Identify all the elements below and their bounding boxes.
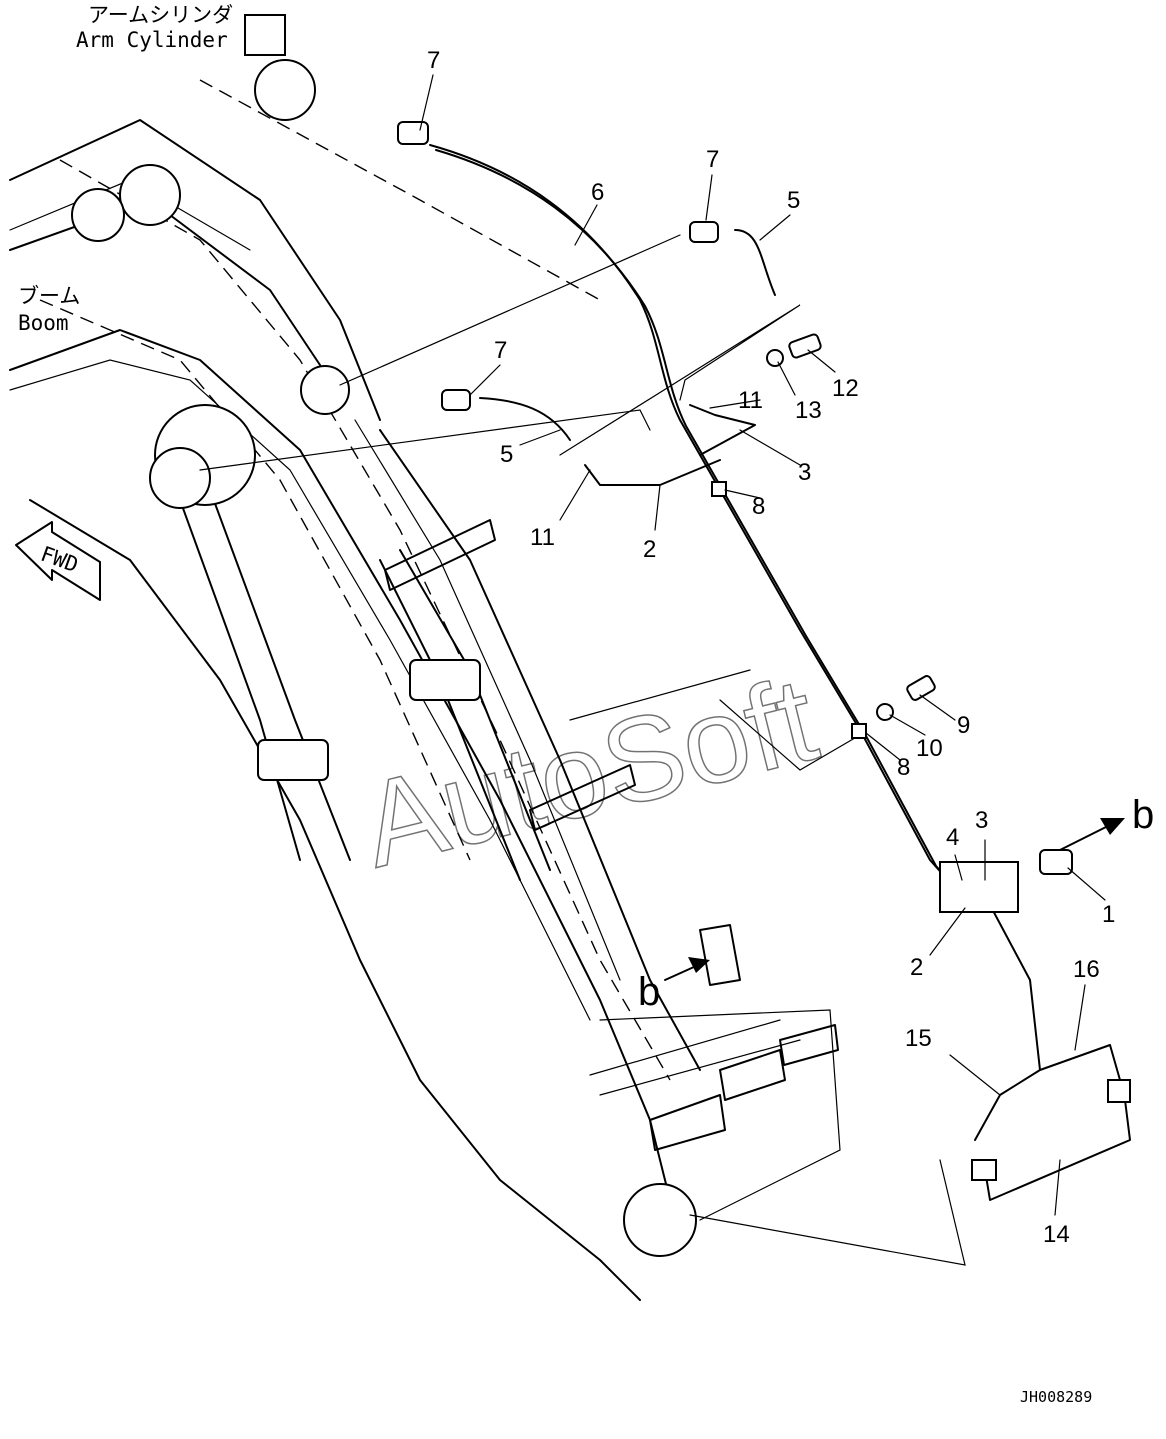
part-number-11: 11 — [738, 387, 763, 414]
part-number-12: 12 — [832, 375, 859, 402]
part-number-8: 8 — [897, 754, 910, 781]
arm-cylinder-label-jp: アームシリンダ — [88, 3, 233, 27]
fitting-14-end — [971, 1159, 997, 1181]
part-number-16: 16 — [1073, 956, 1100, 983]
part-number-8: 8 — [752, 493, 765, 520]
bolt-9 — [906, 675, 936, 701]
fittings — [397, 121, 1131, 1181]
clamp-8-bottom — [851, 723, 867, 739]
part-number-10: 10 — [916, 735, 943, 762]
washer-10 — [876, 703, 894, 721]
part-number-14: 14 — [1043, 1221, 1070, 1248]
part-number-2: 2 — [910, 954, 923, 981]
arrow-b-mid-head — [688, 957, 710, 973]
washer-13 — [766, 349, 784, 367]
part-number-5: 5 — [787, 187, 800, 214]
fitting-1 — [1039, 849, 1073, 875]
part-number-11: 11 — [530, 524, 555, 551]
part-number-9: 9 — [957, 712, 970, 739]
part-number-13: 13 — [795, 397, 822, 424]
hose-routing — [429, 144, 1131, 1201]
part-number-6: 6 — [591, 179, 604, 206]
boom-structure — [9, 14, 966, 1301]
part-number-5: 5 — [500, 441, 513, 468]
arrow-b-top-head — [1100, 818, 1125, 835]
part-number-7: 7 — [494, 337, 507, 364]
arm-cylinder-label-en: Arm Cylinder — [76, 28, 228, 52]
part-number-3: 3 — [798, 459, 811, 486]
part-number-3: 3 — [975, 807, 988, 834]
fitting-7-top — [397, 121, 429, 145]
part-callouts: 1 2 2 3 3 4 5 5 6 7 7 7 8 8 9 10 11 11 1… — [427, 47, 1115, 1248]
fitting-16-end — [1107, 1079, 1131, 1103]
drawing-code: JH008289 — [1020, 1388, 1092, 1406]
part-number-7: 7 — [706, 146, 719, 173]
part-number-15: 15 — [905, 1025, 932, 1052]
fitting-7-low — [441, 389, 471, 411]
part-number-1: 1 — [1102, 901, 1115, 928]
part-number-7: 7 — [427, 47, 440, 74]
boom-label-jp: ブーム — [18, 284, 80, 308]
part-number-2: 2 — [643, 536, 656, 563]
leader-lines — [419, 74, 1106, 1216]
clamp-8-top — [711, 481, 727, 497]
part-number-4: 4 — [946, 824, 959, 851]
view-b-label-top: b — [1132, 793, 1154, 837]
bolt-12 — [788, 333, 822, 359]
boom-label-en: Boom — [18, 311, 69, 335]
block-junction — [939, 861, 1019, 913]
view-arrows — [664, 818, 1125, 981]
fitting-7-mid — [689, 221, 719, 243]
view-b-label-mid: b — [638, 970, 660, 1014]
